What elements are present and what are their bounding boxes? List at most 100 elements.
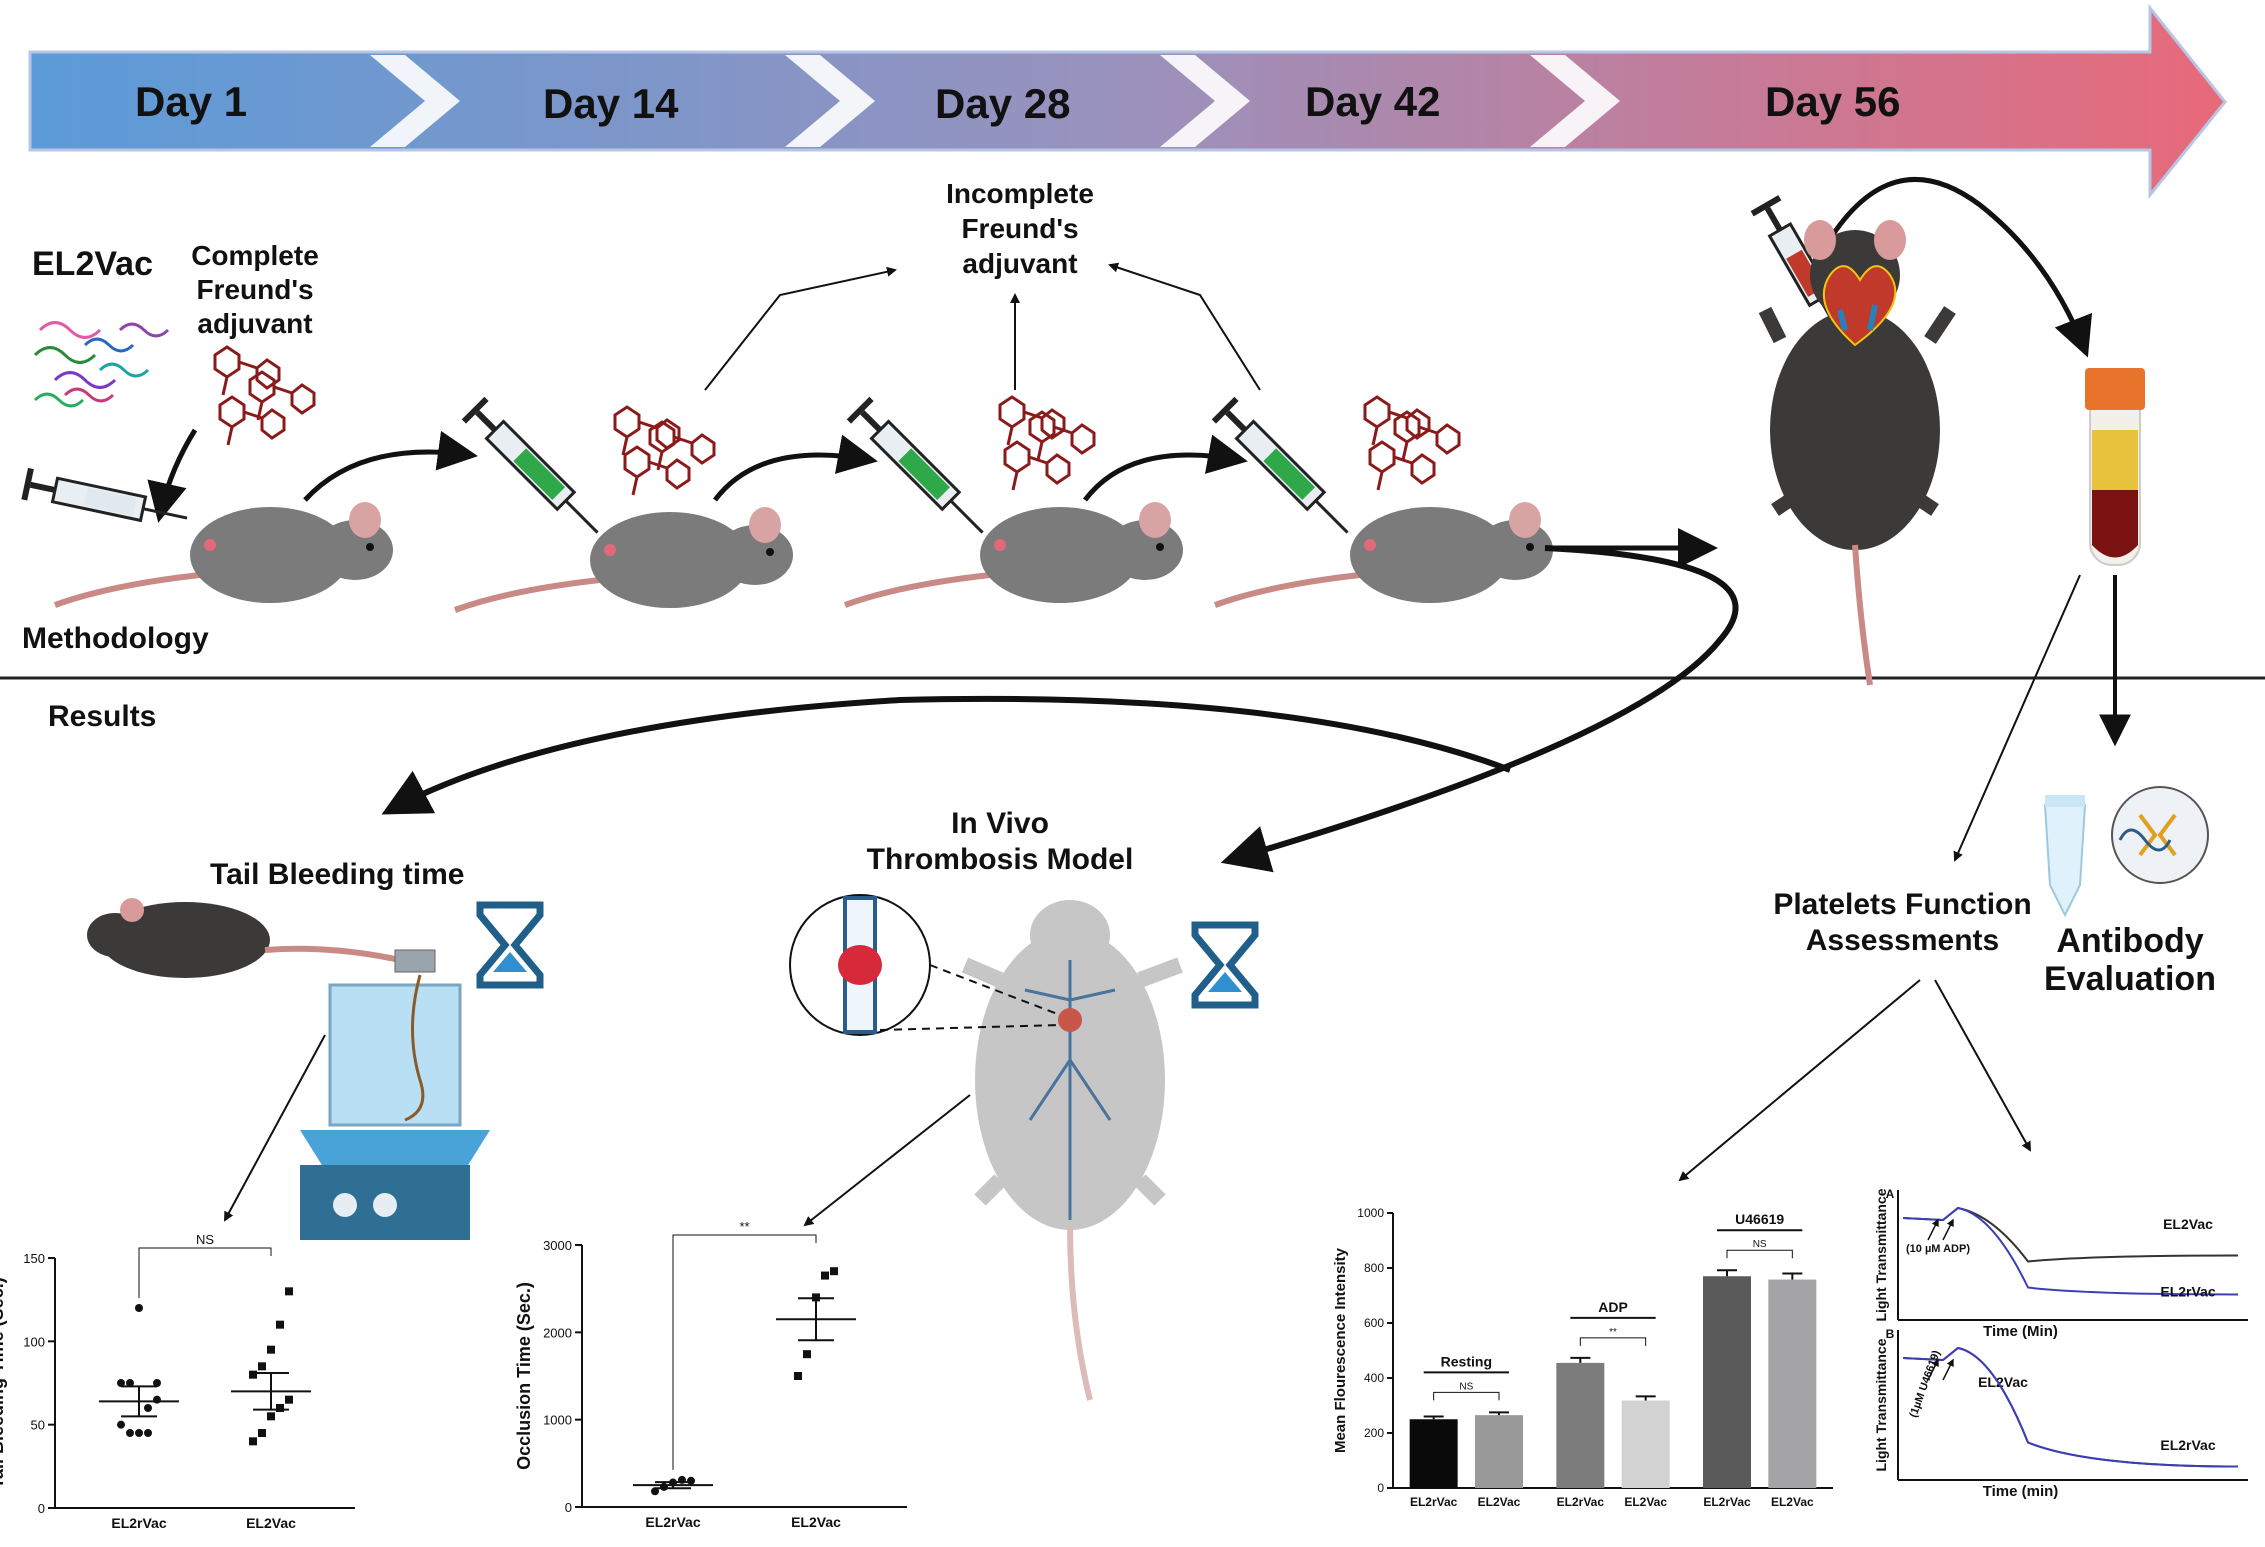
mouse-eye <box>366 543 374 551</box>
syringe-handle <box>846 396 874 424</box>
y-tick-label: 800 <box>1364 1261 1384 1275</box>
mouse-tail <box>53 572 201 608</box>
mice-group <box>53 502 1553 613</box>
hourglass-icon <box>476 901 544 989</box>
incomplete-adjuvant-line-2: Freund's <box>961 213 1079 244</box>
mouse-body <box>980 507 1140 603</box>
data-point <box>135 1304 143 1312</box>
series-label: EL2Vac <box>1978 1374 2028 1390</box>
y-axis-label: Tail Bleeding Time (Sec.) <box>0 1277 7 1488</box>
data-point <box>276 1404 284 1412</box>
molecule-path <box>218 395 286 446</box>
panel-label: B <box>1886 1327 1895 1341</box>
x-tick-label: EL2Vac <box>1478 1495 1521 1509</box>
incomplete-adjuvant-line-1: Incomplete <box>946 178 1094 209</box>
data-point <box>249 1437 257 1446</box>
agonist-arrow <box>1927 1358 1939 1381</box>
y-tick-label: 0 <box>38 1501 45 1516</box>
tail-bleeding-setup <box>87 898 490 1240</box>
syringe-fluid <box>1263 448 1316 501</box>
syringe-icon <box>1211 396 1349 534</box>
mouse-icon <box>843 502 1183 608</box>
y-tick-label: 0 <box>565 1500 572 1515</box>
y-tick-label: 600 <box>1364 1316 1384 1330</box>
x-tick-label: EL2Vac <box>246 1515 296 1531</box>
el2vac-label: EL2Vac <box>32 245 153 283</box>
syringe-handle <box>1750 195 1782 217</box>
y-tick-label: 150 <box>23 1251 45 1266</box>
syringe-plunger <box>29 481 56 493</box>
in-vivo-title-line-2: Thrombosis Model <box>866 843 1134 876</box>
antibody-assay-icon <box>2043 786 2209 918</box>
results-label: Results <box>48 700 157 733</box>
timeline-chevrons <box>370 55 1620 147</box>
data-point <box>830 1267 838 1276</box>
data-point <box>821 1271 829 1280</box>
molecule-path <box>1393 410 1461 461</box>
x-axis-label: Time (min) <box>1983 1483 2059 1500</box>
x-tick-label: EL2Vac <box>1624 1495 1667 1509</box>
complete-adjuvant-line-1: Complete <box>191 240 319 271</box>
data-point <box>276 1320 284 1329</box>
series-label: EL2rVac <box>2160 1284 2215 1300</box>
y-tick-label: 400 <box>1364 1371 1384 1385</box>
molecule-path <box>248 370 316 421</box>
x-tick-label: EL2Vac <box>1771 1495 1814 1509</box>
mouse-head <box>1107 520 1183 580</box>
x-tick-label: EL2rVac <box>111 1515 166 1531</box>
mouse-tail <box>453 577 601 613</box>
molecule-path <box>1028 410 1096 461</box>
injection-site <box>204 539 216 551</box>
y-tick-label: 0 <box>1377 1481 1384 1495</box>
timeline-arrow <box>28 3 2227 200</box>
bar <box>1556 1362 1605 1488</box>
antibody-title-line-1: Antibody <box>2056 922 2204 960</box>
y-tick-label: 50 <box>31 1418 45 1433</box>
syringe-plunger <box>860 410 883 433</box>
hourglass-icon <box>1191 921 1259 1009</box>
mouse-ear <box>1509 502 1541 538</box>
syringe-needle <box>564 499 599 534</box>
mouse-icon <box>53 502 393 608</box>
incomplete-adjuvant-line-3: adjuvant <box>962 248 1078 279</box>
molecule-icon <box>623 445 691 496</box>
agonist-arrow <box>1927 1218 1939 1241</box>
significance-bracket <box>1579 1337 1647 1346</box>
significance-bracket <box>138 1247 272 1298</box>
data-point <box>258 1429 266 1437</box>
data-point <box>267 1412 275 1421</box>
x-axis-label: Time (Min) <box>1983 1323 2058 1340</box>
molecule-path <box>648 420 716 471</box>
group-label: U46619 <box>1735 1211 1784 1227</box>
molecule-path <box>998 395 1066 446</box>
mouse-icon <box>1213 502 1553 608</box>
injection-site <box>994 539 1006 551</box>
x-tick-label: EL2rVac <box>1557 1495 1605 1509</box>
syringe-handle <box>461 396 489 424</box>
bar <box>1621 1400 1670 1488</box>
data-point <box>651 1487 659 1496</box>
syringe-needle <box>1314 499 1349 534</box>
molecule-icon <box>1393 410 1461 461</box>
bar <box>1475 1415 1523 1488</box>
significance-label: ** <box>739 1219 749 1234</box>
significance-label: NS <box>1459 1381 1473 1392</box>
el2vac-peptide-strands <box>33 321 170 408</box>
platelets-title-line-1: Platelets Function <box>1773 888 2032 921</box>
mouse-tail <box>843 572 991 608</box>
mouse-body <box>190 507 350 603</box>
molecule-path <box>1363 395 1431 446</box>
y-tick-label: 1000 <box>543 1413 572 1428</box>
molecule-icon <box>218 395 286 446</box>
x-tick-label: EL2rVac <box>1703 1495 1751 1509</box>
mouse-ear <box>349 502 381 538</box>
data-point <box>285 1287 293 1296</box>
mouse-icon <box>453 507 793 613</box>
significance-label: NS <box>196 1232 214 1247</box>
data-point <box>153 1395 161 1404</box>
y-tick-label: 1000 <box>1357 1206 1384 1220</box>
